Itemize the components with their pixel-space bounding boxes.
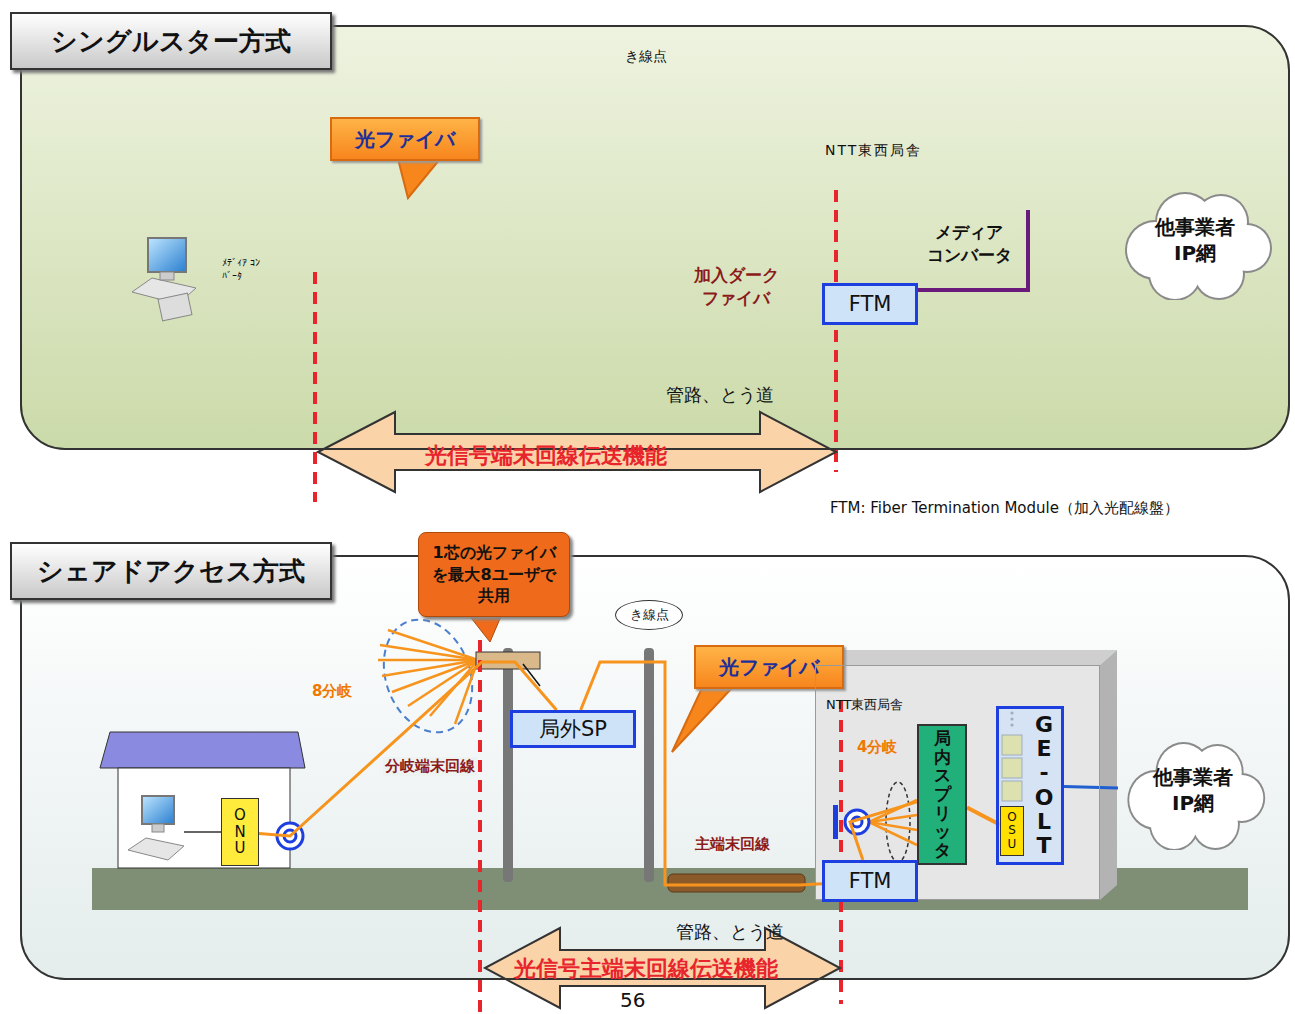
demarcation-line bbox=[313, 272, 317, 502]
ftm-box: FTM bbox=[822, 860, 918, 902]
cloud-outline bbox=[1115, 180, 1275, 300]
kisen-oval: き線点 bbox=[615, 600, 683, 630]
node-text: FTM bbox=[849, 292, 892, 316]
cloud-outline bbox=[1118, 730, 1268, 850]
panel: シェアドアクセス方式1芯の光ファイバを最大8ユーザで共用き線点局外SP光ファイバ… bbox=[20, 555, 1290, 980]
callout-tail bbox=[468, 614, 502, 642]
node-text: NTT東西局舎 bbox=[826, 696, 903, 714]
pc-icon bbox=[132, 238, 196, 321]
fiber-line bbox=[850, 802, 917, 860]
fiber-line bbox=[581, 662, 822, 885]
building-top bbox=[815, 650, 1117, 665]
pc-stand bbox=[160, 272, 174, 280]
red-dashed bbox=[839, 700, 843, 1004]
text-label: FTM: Fiber Termination Module（加入光配線盤） bbox=[830, 499, 1179, 518]
node-text: 局外SP bbox=[539, 715, 607, 743]
splitter-box: 局内スプリッタ bbox=[917, 724, 967, 865]
callout-box: 光ファイバ bbox=[694, 645, 844, 689]
double-arrow bbox=[318, 412, 836, 492]
network-cloud: 他事業者IP網 bbox=[1115, 180, 1275, 300]
text-label: 光信号主端末回線伝送機能 bbox=[514, 954, 778, 984]
text-label: 4分岐 bbox=[857, 738, 897, 757]
node-text: 他事業者IP網 bbox=[1150, 764, 1236, 816]
house-body bbox=[118, 768, 290, 868]
node-text: GE-OLT bbox=[1033, 713, 1055, 858]
network-cloud: 他事業者IP網 bbox=[1118, 730, 1268, 850]
pc-monitor bbox=[148, 238, 186, 272]
callout-box: 光ファイバ bbox=[330, 117, 480, 161]
node-text: ONU bbox=[233, 807, 248, 857]
pc-body bbox=[158, 293, 192, 321]
connector-bar bbox=[833, 805, 838, 839]
panel-heading: シェアドアクセス方式 bbox=[37, 554, 305, 589]
osu-box: OSU bbox=[1000, 806, 1024, 856]
demarcation-line bbox=[834, 190, 838, 472]
panel-ground bbox=[20, 25, 1290, 450]
building-side bbox=[1100, 650, 1117, 900]
text-label: NTT東西局舎 bbox=[825, 142, 922, 160]
panel-ground bbox=[20, 555, 1290, 980]
panel-heading: シングルスター方式 bbox=[51, 24, 291, 59]
branch-ellipse bbox=[369, 607, 488, 745]
text-label: 56 bbox=[620, 988, 645, 1012]
fiber-line bbox=[1064, 786, 1118, 787]
onu-box: ONU bbox=[221, 798, 259, 866]
callout-tail bbox=[672, 688, 732, 752]
node-text: き線点 bbox=[630, 606, 669, 624]
splitter-label-box: 局外SP bbox=[510, 710, 636, 748]
text-label: き線点 bbox=[625, 48, 667, 66]
node-text: 光ファイバ bbox=[355, 126, 455, 153]
node-text: FTM bbox=[849, 869, 892, 893]
pole bbox=[644, 648, 654, 882]
duct bbox=[668, 874, 805, 892]
node-text: 1芯の光ファイバを最大8ユーザで共用 bbox=[425, 542, 563, 607]
red-dashed bbox=[478, 640, 482, 1014]
pc-keyboard bbox=[128, 838, 184, 860]
heading-tab: シェアドアクセス方式 bbox=[10, 542, 332, 600]
pc-icon bbox=[128, 796, 184, 860]
double-arrow bbox=[485, 928, 840, 1008]
branch-ellipse bbox=[886, 782, 910, 862]
text-label: 管路、とう道 bbox=[676, 920, 784, 944]
callout-tail bbox=[398, 159, 440, 198]
ftm-box: FTM bbox=[822, 283, 918, 325]
text-label: 光信号端末回線伝送機能 bbox=[425, 441, 667, 471]
branch-fan bbox=[869, 800, 917, 845]
edge-label: 分岐端末回線 bbox=[383, 757, 477, 776]
pc-monitor bbox=[142, 796, 174, 824]
node-text: OSU bbox=[1006, 811, 1018, 851]
node-text: 他事業者IP網 bbox=[1152, 214, 1238, 266]
node-text: 光ファイバ bbox=[719, 654, 819, 681]
office-building: NTT東西局舎局内スプリッタ GE-OLT OSU FTM bbox=[815, 665, 1100, 900]
wire bbox=[184, 831, 221, 833]
olt-box: GE-OLT OSU bbox=[996, 706, 1064, 865]
panel: シングルスター方式光ファイバ FTM 他事業者IP網 bbox=[20, 25, 1290, 450]
house-roof bbox=[100, 732, 305, 768]
text-label: メディア コンバータ bbox=[926, 221, 1012, 267]
pole bbox=[503, 648, 513, 882]
node-text: 局内スプリッタ bbox=[934, 729, 951, 860]
heading-tab: シングルスター方式 bbox=[10, 12, 332, 70]
edge-label: 主端末回線 bbox=[693, 835, 772, 854]
pc-stand bbox=[152, 824, 164, 832]
media-converter-line bbox=[918, 210, 1028, 290]
callout-box: 1芯の光ファイバを最大8ユーザで共用 bbox=[418, 532, 570, 617]
text-label: 管路、とう道 bbox=[666, 383, 774, 407]
text-label: 8分岐 bbox=[312, 682, 352, 701]
text-label: 加入ダーク ファイバ bbox=[686, 264, 786, 310]
fiber-line bbox=[259, 662, 557, 836]
text-label: ﾒﾃﾞｨｱ ｺﾝﾊﾞｰﾀ bbox=[222, 256, 266, 282]
